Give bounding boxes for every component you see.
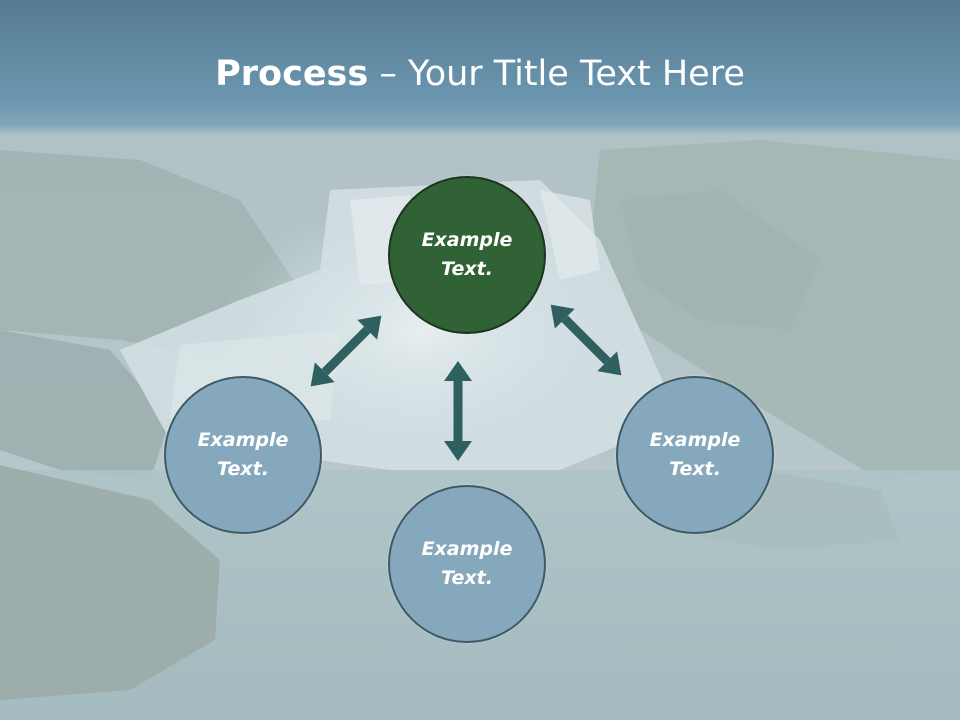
title-bar (0, 0, 960, 135)
node-left-label: Example Text. (197, 429, 289, 480)
double-arrow-center-left (310, 315, 382, 387)
title-bold: Process (215, 54, 369, 94)
process-node-right: Example Text. (616, 376, 774, 534)
slide-title: Process – Your Title Text Here (0, 52, 960, 96)
process-node-center: Example Text. (388, 176, 546, 334)
process-node-left: Example Text. (164, 376, 322, 534)
double-arrow-center-bottom (444, 361, 472, 461)
process-node-bottom: Example Text. (388, 485, 546, 643)
node-center-label: Example Text. (421, 229, 513, 280)
node-bottom-label: Example Text. (421, 538, 513, 589)
title-rest: – Your Title Text Here (368, 54, 745, 94)
node-right-label: Example Text. (649, 429, 741, 480)
double-arrow-center-right (550, 304, 622, 376)
